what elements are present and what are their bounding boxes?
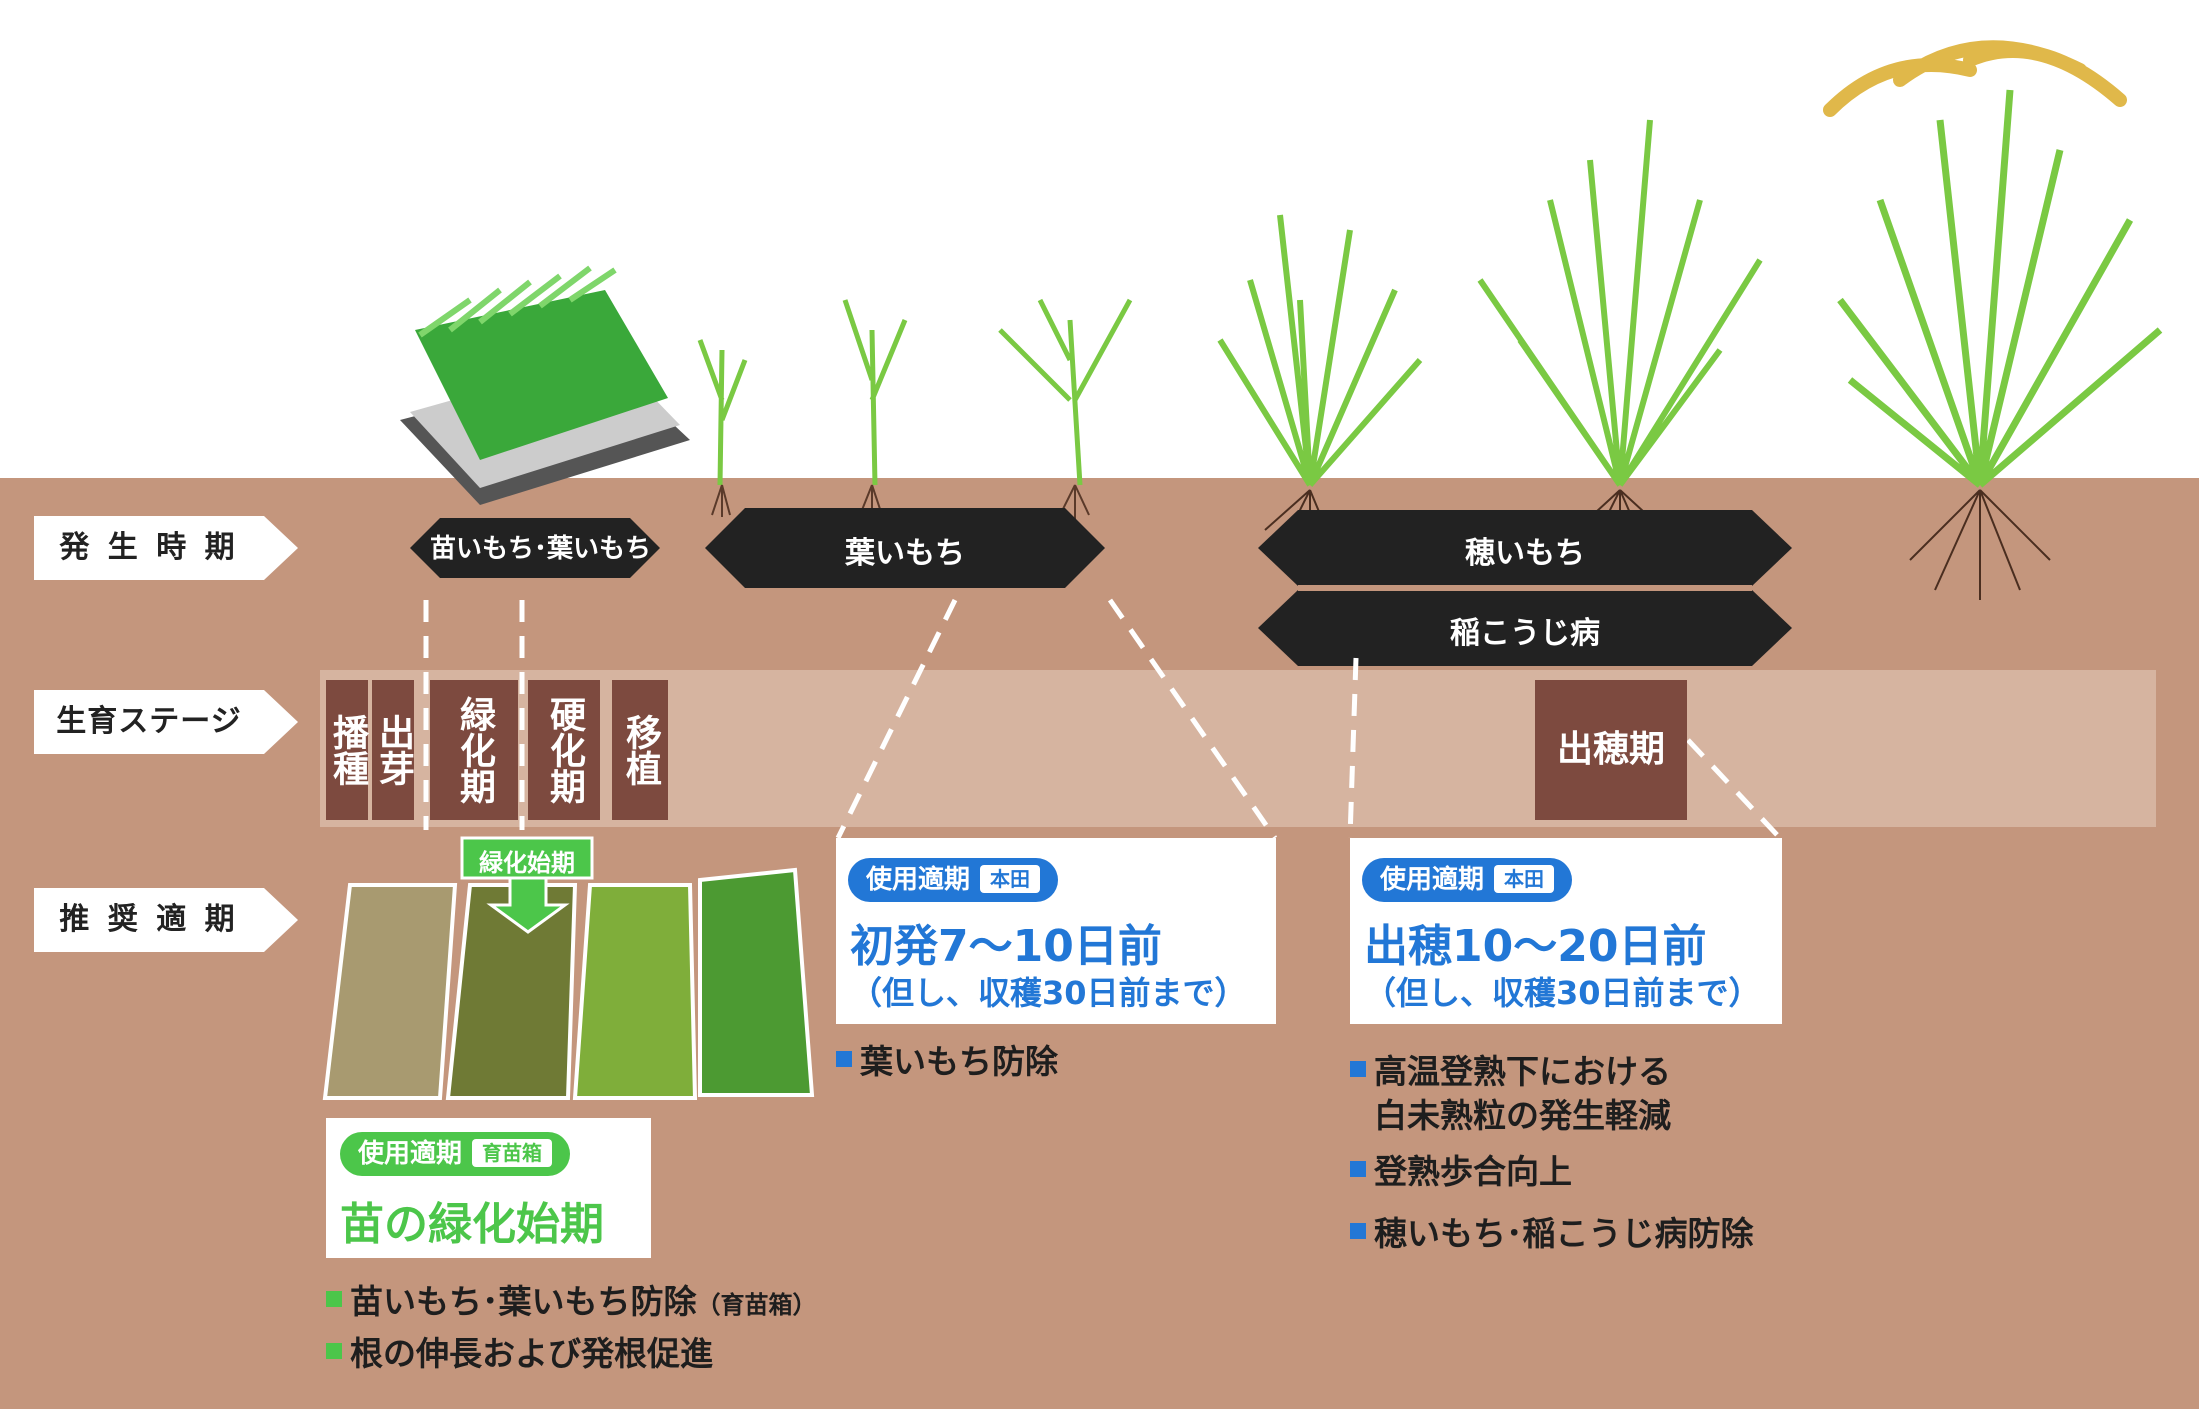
nursery-bullet-1-text: 苗いもち･葉いもち防除 — [350, 1282, 697, 1321]
stage-hardening-label: 硬化期 — [544, 696, 585, 804]
field-heading-bullet-1: 高温登熟下における — [1350, 1050, 1671, 1094]
stage-transplant-label: 移植 — [620, 714, 661, 786]
field-heading-pill-sub: 本田 — [1494, 865, 1555, 893]
stage-heading-label: 出穂期 — [1556, 729, 1665, 770]
arrow-label-nursery-blast: 苗いもち･葉いもち — [430, 534, 652, 564]
stage-hardening: 硬化期 — [528, 680, 600, 820]
arrow-label-leaf-blast: 葉いもち — [845, 536, 965, 571]
field-heading-bullet-3: 穂いもち･稲こうじ病防除 — [1350, 1212, 1754, 1256]
row-label-occurrence-arrow — [264, 516, 298, 580]
nursery-pill-sub: 育苗箱 — [472, 1139, 553, 1167]
arrow-panicle-blast — [1258, 510, 1792, 586]
field-heading-timing-pill: 使用適期本田 — [1362, 858, 1573, 902]
arrow-label-panicle-blast: 穂いもち — [1465, 536, 1585, 571]
nursery-bullet-2: 根の伸長および発根促進 — [326, 1332, 713, 1376]
field-heading-bullet-3-text: 登熟歩合向上 — [1374, 1152, 1572, 1191]
field-leaf-timing-note: （但し、収穫30日前まで） — [850, 974, 1247, 1012]
nursery-bullet-1: 苗いもち･葉いもち防除（育苗箱） — [326, 1280, 817, 1327]
nursery-bullet-1-note: （育苗箱） — [696, 1291, 817, 1319]
arrow-false-smut — [1258, 590, 1792, 666]
stage-heading: 出穂期 — [1535, 680, 1687, 820]
field-heading-bullet-1-cont: 白未熟粒の発生軽減 — [1374, 1094, 1671, 1138]
row-label-growth-stage-text: 生育ステージ — [34, 690, 264, 754]
field-leaf-timing: 初発7～10日前 — [850, 921, 1162, 972]
arrow-nursery-blast — [410, 518, 660, 578]
greening-marker-arrow — [486, 876, 570, 934]
rice-plant-heading — [1477, 119, 1763, 487]
field-leaf-pill-text: 使用適期 — [866, 865, 971, 895]
field-heading-bullet-4-text: 穂いもち･稲こうじ病防除 — [1374, 1214, 1754, 1253]
bullet-square-icon — [326, 1291, 342, 1307]
field-heading-pill-text: 使用適期 — [1380, 865, 1485, 895]
row-label-recommended-arrow — [264, 888, 298, 952]
field-heading-timing: 出穂10～20日前 — [1364, 921, 1707, 972]
field-heading-timing-note: （但し、収穫30日前まで） — [1364, 974, 1761, 1012]
stage-transplant: 移植 — [612, 680, 668, 820]
field-leaf-pill-sub: 本田 — [980, 865, 1041, 893]
seedling-tray-illustration — [400, 265, 690, 505]
nursery-timing: 苗の緑化始期 — [340, 1199, 604, 1250]
stage-sowing-label: 播種 — [327, 714, 368, 786]
stage-emergence: 出芽 — [372, 680, 414, 820]
arrow-label-false-smut: 稲こうじ病 — [1450, 616, 1600, 651]
bullet-square-icon — [1350, 1223, 1366, 1239]
row-label-growth-stage-arrow — [264, 690, 298, 754]
field-heading-bullet-1-text: 高温登熟下における — [1374, 1052, 1671, 1091]
nursery-pill-text: 使用適期 — [358, 1139, 463, 1169]
stage-greening: 緑化期 — [430, 680, 518, 820]
bullet-square-icon — [1350, 1161, 1366, 1177]
stage-greening-label: 緑化期 — [454, 696, 495, 804]
row-label-occurrence-text: 発 生 時 期 — [34, 516, 264, 580]
nursery-bullet-2-text: 根の伸長および発根促進 — [350, 1334, 713, 1373]
bullet-square-icon — [836, 1051, 852, 1067]
rice-plant-mature — [1823, 40, 2163, 488]
nursery-timing-pill: 使用適期育苗箱 — [340, 1132, 571, 1176]
greening-marker-label: 緑化始期 — [479, 849, 575, 877]
rice-seedlings-illustration — [697, 298, 1133, 486]
row-label-recommended-text: 推 奨 適 期 — [34, 888, 264, 952]
field-leaf-bullet-1: 葉いもち防除 — [836, 1040, 1058, 1084]
field-leaf-timing-pill: 使用適期本田 — [848, 858, 1059, 902]
field-heading-bullet-2: 登熟歩合向上 — [1350, 1150, 1572, 1194]
callout-field-heading: 使用適期本田 出穂10～20日前 （但し、収穫30日前まで） — [1350, 838, 1782, 1024]
callout-nursery: 使用適期育苗箱 苗の緑化始期 — [326, 1118, 651, 1258]
rice-plant-tillering — [1217, 214, 1423, 487]
bullet-square-icon — [326, 1343, 342, 1359]
dashed-guide-lines — [423, 598, 1782, 840]
nursery-mat-photos — [322, 867, 815, 1100]
bullet-square-icon — [1350, 1061, 1366, 1077]
field-leaf-bullet-1-text: 葉いもち防除 — [860, 1042, 1058, 1081]
stage-emergence-label: 出芽 — [373, 714, 414, 786]
field-heading-bullet-2-text: 白未熟粒の発生軽減 — [1374, 1096, 1671, 1135]
stage-sowing: 播種 — [326, 680, 368, 820]
callout-field-leaf: 使用適期本田 初発7～10日前 （但し、収穫30日前まで） — [836, 838, 1276, 1024]
arrow-leaf-blast — [705, 508, 1105, 588]
